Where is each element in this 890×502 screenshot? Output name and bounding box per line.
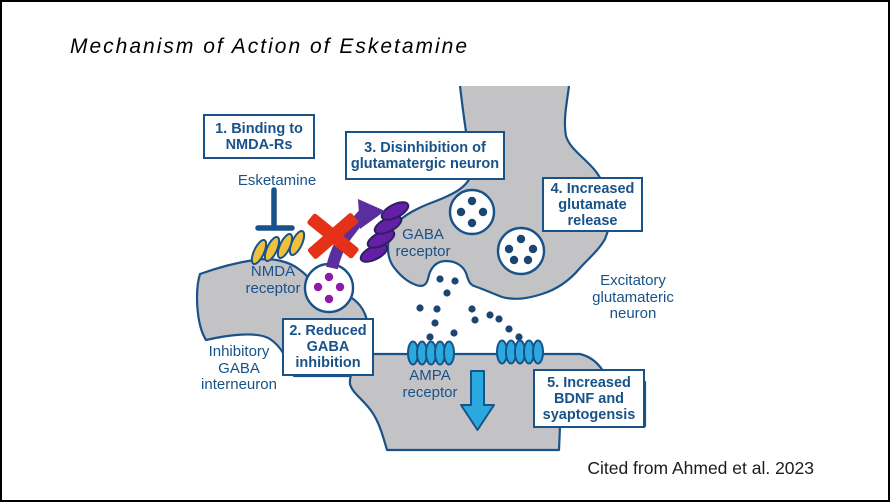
step-5-box: 5. Increased BDNF and syaptogensis <box>533 369 645 428</box>
esketamine-inhibition-bar-icon <box>255 187 295 231</box>
figure-title: Mechanism of Action of Esketamine <box>70 35 470 58</box>
gaba-receptor-label: GABA receptor <box>395 226 451 260</box>
gaba-receptor-icon <box>359 201 410 263</box>
citation-text: Cited from Ahmed et al. 2023 <box>587 458 814 478</box>
gaba-vesicle <box>303 262 355 314</box>
disinhibition-arrow-icon <box>326 199 385 270</box>
ampa-receptor-icon <box>407 339 544 366</box>
ampa-receptor-label: AMPA receptor <box>402 367 458 401</box>
nmda-receptor-icon <box>250 230 306 265</box>
step-4-box: 4. Increased glutamate release <box>542 177 643 232</box>
glutamate-vesicle-1 <box>448 188 496 236</box>
step-2-box: 2. Reduced GABA inhibition <box>282 318 374 376</box>
esketamine-label: Esketamine <box>237 172 317 189</box>
step-1-box: 1. Binding to NMDA-Rs <box>203 114 315 159</box>
excitatory-neuron-label: Excitatory glutamateric neuron <box>592 272 674 322</box>
signal-down-arrow-icon <box>460 370 495 431</box>
glutamate-vesicle-2 <box>496 226 546 276</box>
step-3-box: 3. Disinhibition of glutamatergic neuron <box>345 131 505 180</box>
nmda-receptor-label: NMDA receptor <box>245 263 301 297</box>
glutamate-dots <box>416 275 523 341</box>
blocked-cross-icon <box>307 213 359 259</box>
inhibitory-neuron-label: Inhibitory GABA interneuron <box>201 343 277 393</box>
